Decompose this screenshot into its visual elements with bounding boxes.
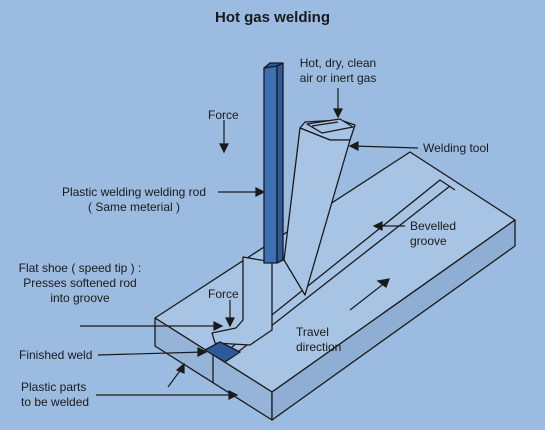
- plastic-parts-label: Plastic parts to be welded: [21, 380, 90, 409]
- flat-shoe-label: Flat shoe ( speed tip ) : Presses soften…: [18, 261, 142, 305]
- welding-tool-leader: [351, 145, 419, 149]
- finished-weld-label: Finished weld: [19, 348, 93, 362]
- bevelled-groove-label: Bevelled groove: [410, 219, 457, 248]
- welding-tool-label: Welding tool: [423, 141, 489, 155]
- groove-edge: [237, 185, 451, 353]
- finished-weld-leader: [97, 351, 205, 356]
- plastic-block-side: [271, 219, 516, 421]
- flat-shoe: [211, 256, 273, 346]
- hot-air-label: Hot, dry, clean air or inert gas: [299, 56, 377, 85]
- travel-direction-label: Travel direction: [296, 325, 342, 354]
- finished-weld: [204, 341, 241, 363]
- welding-tool-tube: [283, 127, 351, 296]
- welding-rod: [263, 65, 278, 264]
- welding-tool-opening: [306, 118, 354, 134]
- travel-arrow: [349, 281, 387, 311]
- diagram-title: Hot gas welding: [214, 9, 330, 26]
- welding-rod-side: [276, 62, 284, 264]
- rod-label: Plastic welding welding rod ( Same meter…: [61, 185, 207, 214]
- force-label-top: Force: [208, 108, 239, 122]
- force-label-bottom: Force: [208, 287, 239, 301]
